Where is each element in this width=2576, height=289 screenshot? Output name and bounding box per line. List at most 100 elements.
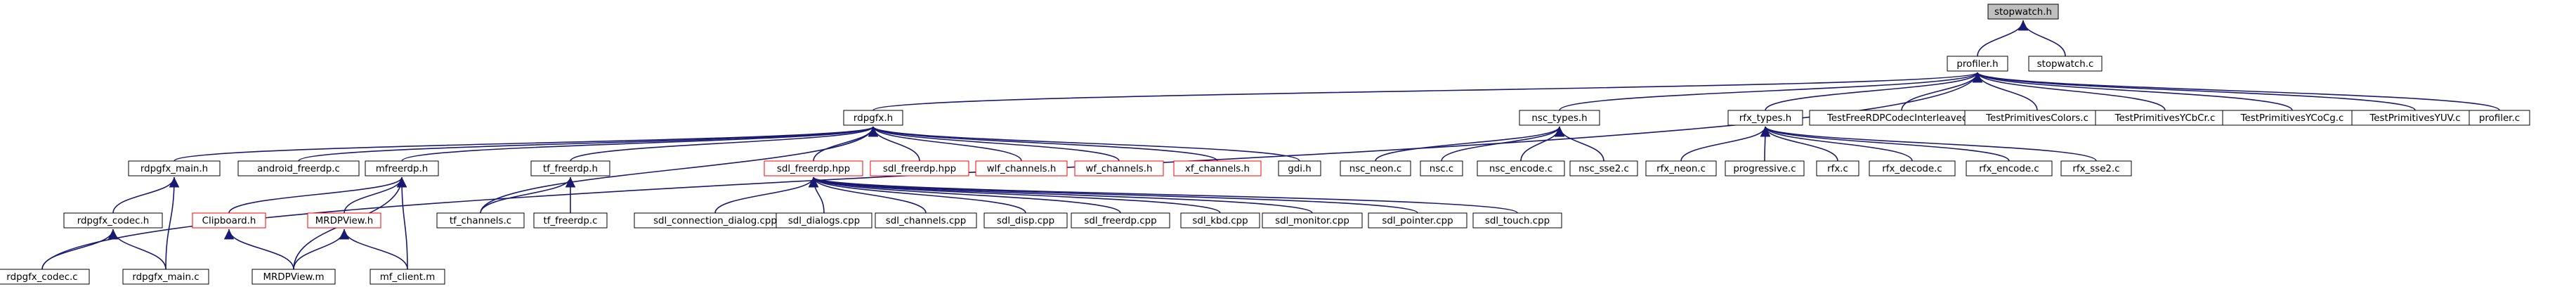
node-sdl-freerdp-hpp[interactable]: sdl_freerdp.hpp xyxy=(764,160,863,176)
node-label: MRDPView.m xyxy=(263,272,324,283)
node-nsc-neon-c[interactable]: nsc_neon.c xyxy=(1340,160,1411,176)
node-TestPrimitivesYCoCg-c[interactable]: TestPrimitivesYCoCg.c xyxy=(2222,110,2362,126)
node-TestPrimitivesYUV-c[interactable]: TestPrimitivesYUV.c xyxy=(2351,110,2479,126)
node-box xyxy=(192,212,266,229)
node-box xyxy=(1278,160,1321,176)
node-TestPrimitivesYCbCr-c[interactable]: TestPrimitivesYCbCr.c xyxy=(2095,110,2235,126)
edge-nsc_types_h-to-nsc_sse2_c xyxy=(1554,126,1604,162)
node-TestFreeRDPCodecInterleaved-c[interactable]: TestFreeRDPCodecInterleaved.c xyxy=(1809,110,1994,126)
node-box xyxy=(1727,110,1803,126)
edge-rdpgfx_h-to-xf_channels_h xyxy=(868,126,1218,162)
node-label: sdl_dialogs.cpp xyxy=(788,216,860,226)
node-label: rdpgfx_codec.h xyxy=(77,216,150,226)
node-sdl-disp-cpp[interactable]: sdl_disp.cpp xyxy=(983,212,1068,229)
node-box xyxy=(2028,56,2103,72)
node-tf-freerdp-c[interactable]: tf_freerdp.c xyxy=(533,212,608,229)
node-label: tf_freerdp.h xyxy=(543,164,598,174)
node-rfx-c[interactable]: rfx.c xyxy=(1816,160,1859,176)
edge-mfreerdp_h-to-mf_client_m xyxy=(396,176,408,270)
node-sdl-channels-cpp[interactable]: sdl_channels.cpp xyxy=(875,212,977,229)
node-label: nsc_neon.c xyxy=(1349,164,1402,174)
node-label: TestPrimitivesYCbCr.c xyxy=(2114,113,2216,124)
node-sdl-touch-cpp[interactable]: sdl_touch.cpp xyxy=(1472,212,1562,229)
node-box xyxy=(843,110,903,126)
node-progressive-c[interactable]: progressive.c xyxy=(1725,160,1805,176)
node-label: sdl_channels.cpp xyxy=(886,216,966,226)
node-box xyxy=(1569,160,1638,176)
node-xf-channels-h[interactable]: xf_channels.h xyxy=(1173,160,1262,176)
node-nsc-types-h[interactable]: nsc_types.h xyxy=(1519,110,1600,126)
node-label: nsc_encode.c xyxy=(1489,164,1552,174)
node-box xyxy=(0,269,90,285)
edge-mrdpview_h-to-mf_client_m xyxy=(339,229,408,270)
node-box xyxy=(2469,110,2530,126)
node-box xyxy=(983,212,1068,229)
node-rfx-encode-c[interactable]: rfx_encode.c xyxy=(1966,160,2053,176)
node-wlf-channels-h[interactable]: wlf_channels.h xyxy=(975,160,1068,176)
node-label: tf_channels.c xyxy=(450,216,511,226)
node-box xyxy=(436,212,525,229)
node-sdl-pointer-cpp[interactable]: sdl_pointer.cpp xyxy=(1368,212,1467,229)
node-rdpgfx-codec-c[interactable]: rdpgfx_codec.c xyxy=(0,269,90,285)
node-label: sdl_freerdp.hpp xyxy=(883,164,956,174)
node-mrdpview-h[interactable]: MRDPView.h xyxy=(307,212,381,229)
node-box xyxy=(307,212,381,229)
node-sdl-freerdp-hpp2[interactable]: sdl_freerdp.hpp xyxy=(870,160,969,176)
node-nsc-sse2-c[interactable]: nsc_sse2.c xyxy=(1569,160,1638,176)
node-label: sdl_connection_dialog.cpp xyxy=(653,216,777,226)
edge-profiler_h-to-TestPrimitivesYUV_c xyxy=(1973,72,2416,111)
node-sdl-monitor-cpp[interactable]: sdl_monitor.cpp xyxy=(1262,212,1363,229)
node-profiler-c[interactable]: profiler.c xyxy=(2469,110,2530,126)
node-mfreerdp-h[interactable]: mfreerdp.h xyxy=(365,160,439,176)
edge-rdpgfx_main_h-to-rdpgfx_main_c xyxy=(165,176,180,270)
node-label: profiler.c xyxy=(2479,113,2520,124)
node-wf-channels-h[interactable]: wf_channels.h xyxy=(1074,160,1164,176)
node-rfx-decode-c[interactable]: rfx_decode.c xyxy=(1869,160,1956,176)
node-tf-channels-c[interactable]: tf_channels.c xyxy=(436,212,525,229)
node-sdl-dialogs-cpp[interactable]: sdl_dialogs.cpp xyxy=(776,212,872,229)
node-stopwatch-c[interactable]: stopwatch.c xyxy=(2028,56,2103,72)
node-mrdpview-m[interactable]: MRDPView.m xyxy=(251,269,336,285)
node-label: rfx_encode.c xyxy=(1979,164,2039,174)
node-box xyxy=(1074,160,1164,176)
node-label: android_freerdp.c xyxy=(257,164,340,174)
node-android-freerdp-c[interactable]: android_freerdp.c xyxy=(237,160,360,176)
node-stopwatch-h: stopwatch.h xyxy=(1987,4,2059,20)
node-sdl-freerdp-cpp[interactable]: sdl_freerdp.cpp xyxy=(1071,212,1170,229)
edge-sdl_freerdp_hpp-to-sdl_disp_cpp xyxy=(808,176,1026,214)
node-profiler-h[interactable]: profiler.h xyxy=(1947,56,2008,72)
node-nsc-encode-c[interactable]: nsc_encode.c xyxy=(1477,160,1565,176)
node-sdl-connection-dialog-cpp[interactable]: sdl_connection_dialog.cpp xyxy=(634,212,797,229)
node-rdpgfx-main-c[interactable]: rdpgfx_main.c xyxy=(122,269,209,285)
node-sdl-kbd-cpp[interactable]: sdl_kbd.cpp xyxy=(1180,212,1260,229)
edge-rdpgfx_codec_h-to-rdpgfx_main_c xyxy=(107,229,166,270)
node-nsc-c[interactable]: nsc.c xyxy=(1420,160,1463,176)
node-label: stopwatch.c xyxy=(2037,59,2094,70)
node-label: nsc_sse2.c xyxy=(1578,164,1629,174)
node-label: rfx_neon.c xyxy=(1656,164,1706,174)
edge-profiler_h-to-nsc_types_h xyxy=(1559,72,1982,111)
node-rdpgfx-main-h[interactable]: rdpgfx_main.h xyxy=(128,160,221,176)
node-rdpgfx-codec-h[interactable]: rdpgfx_codec.h xyxy=(63,212,163,229)
node-box xyxy=(875,212,977,229)
edge-rdpgfx_h-to-rdpgfx_main_h xyxy=(174,126,878,162)
node-box xyxy=(1725,160,1805,176)
node-label: MRDPView.h xyxy=(315,216,374,226)
edge-nsc_types_h-to-nsc_neon_c xyxy=(1375,126,1565,162)
node-box xyxy=(1519,110,1600,126)
node-rfx-neon-c[interactable]: rfx_neon.c xyxy=(1645,160,1717,176)
edge-mfreerdp_h-to-clipboard_h xyxy=(228,176,407,214)
node-mf-client-m[interactable]: mf_client.m xyxy=(370,269,445,285)
node-TestPrimitivesColors-c[interactable]: TestPrimitivesColors.c xyxy=(1964,110,2110,126)
node-box xyxy=(1987,4,2059,20)
node-tf-freerdp-h[interactable]: tf_freerdp.h xyxy=(530,160,610,176)
node-rdpgfx-h[interactable]: rdpgfx.h xyxy=(843,110,903,126)
edge-rdpgfx_h-to-mfreerdp_h xyxy=(401,126,878,162)
node-gdi-h[interactable]: gdi.h xyxy=(1278,160,1321,176)
node-label: sdl_pointer.cpp xyxy=(1382,216,1453,226)
node-clipboard-h[interactable]: Clipboard.h xyxy=(192,212,266,229)
node-rfx-types-h[interactable]: rfx_types.h xyxy=(1727,110,1803,126)
node-label: mfreerdp.h xyxy=(376,164,428,174)
node-rfx-sse2-c[interactable]: rfx_sse2.c xyxy=(2060,160,2132,176)
node-label: mf_client.m xyxy=(380,272,436,283)
